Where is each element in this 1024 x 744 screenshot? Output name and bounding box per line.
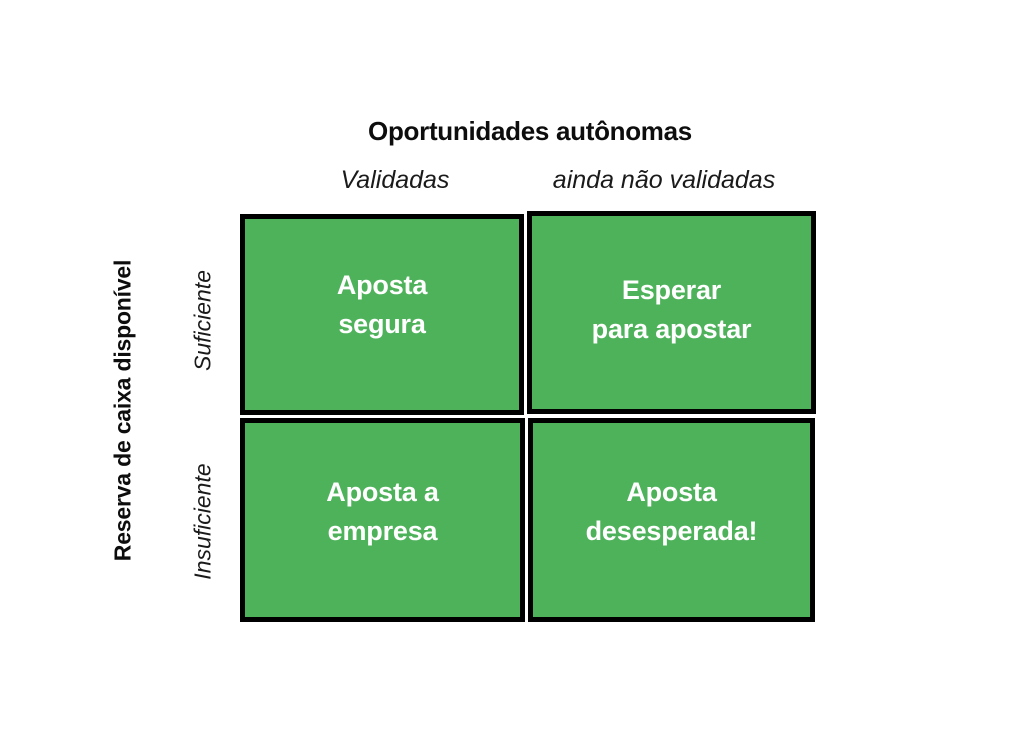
- quadrant-label: Esperar para apostar: [592, 216, 752, 349]
- row-header-insuficiente: Insuficiente: [189, 463, 216, 580]
- quadrant-label-line2: para apostar: [591, 314, 752, 345]
- quadrant-label-line1: Aposta: [336, 270, 428, 300]
- quadrant-label: Aposta segura: [336, 219, 428, 344]
- quadrant-esperar-para-apostar[interactable]: Esperar para apostar: [527, 211, 816, 414]
- quadrant-label: Aposta a empresa: [326, 423, 439, 551]
- column-axis-title: Oportunidades autônomas: [368, 116, 692, 146]
- quadrant-label-line1: Esperar: [621, 275, 722, 305]
- quadrant-label-line1: Aposta: [626, 477, 717, 507]
- quadrant-aposta-a-empresa[interactable]: Aposta a empresa: [240, 418, 525, 622]
- column-header-validadas: Validadas: [340, 166, 450, 194]
- quadrant-label-line2: desesperada!: [585, 516, 758, 547]
- row-axis-title: Reserva de caixa disponível: [109, 259, 136, 562]
- quadrant-aposta-segura[interactable]: Aposta segura: [240, 214, 524, 415]
- quadrant-label: Aposta desesperada!: [586, 423, 758, 551]
- quadrant-label-line2: segura: [338, 309, 426, 340]
- quadrant-aposta-desesperada[interactable]: Aposta desesperada!: [528, 418, 815, 622]
- quadrant-label-line1: Aposta a: [326, 477, 439, 507]
- row-header-suficiente: Suficiente: [189, 270, 216, 372]
- quadrant-label-line2: empresa: [327, 516, 438, 547]
- column-header-ainda-nao-validadas: ainda não validadas: [552, 166, 776, 194]
